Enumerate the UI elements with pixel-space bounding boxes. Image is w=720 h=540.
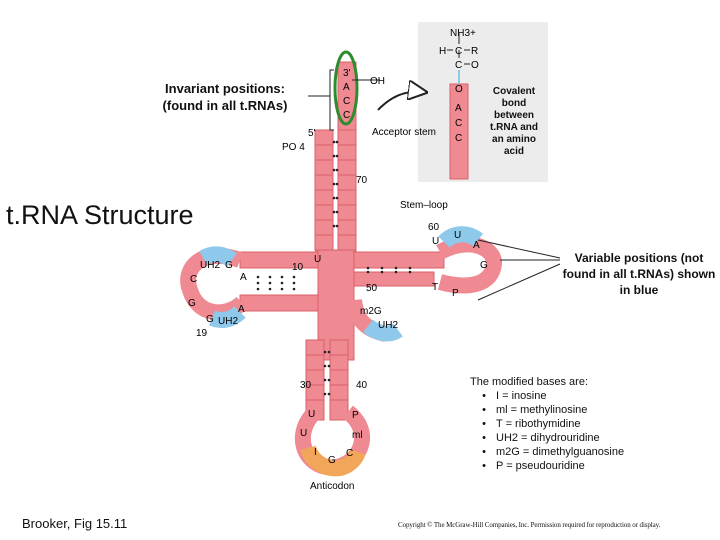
d-a-top: A xyxy=(240,272,247,283)
c-label: C xyxy=(455,46,462,57)
stem-loop-label: Stem–loop xyxy=(400,200,448,211)
pos-60-label: 60 xyxy=(428,222,440,233)
inset-strand xyxy=(447,33,470,180)
d-g-top: G xyxy=(225,260,233,271)
d-c: C xyxy=(190,274,197,285)
acceptor-base-1: A xyxy=(343,82,350,93)
modified-base-item: •I = inosine xyxy=(470,389,715,403)
bullet: • xyxy=(482,460,486,472)
ac-ml: ml xyxy=(352,430,363,441)
t-loop-p: P xyxy=(452,288,459,299)
variable-loop xyxy=(346,298,403,342)
bullet: • xyxy=(482,390,486,402)
diagram-title: t.RNA Structure xyxy=(6,200,194,230)
acceptor-stem-label: Acceptor stem xyxy=(372,127,436,138)
d-g-lower: G xyxy=(206,314,214,325)
bullet: • xyxy=(482,418,486,430)
ac-p: P xyxy=(352,410,359,421)
variable-pointer-line-top xyxy=(477,239,561,259)
anticodon-label: Anticodon xyxy=(310,481,354,492)
acceptor-base-2: C xyxy=(343,96,350,107)
inset-base-1: O xyxy=(455,84,463,95)
h-label: H xyxy=(439,46,446,57)
ac-c: C xyxy=(346,448,353,459)
pos-19-label: 19 xyxy=(196,328,208,339)
bullet: • xyxy=(482,404,486,416)
t-loop-t: T xyxy=(432,282,438,293)
r-label: R xyxy=(471,46,478,57)
ac-u-2: U xyxy=(300,428,307,439)
three-prime-label: 3' xyxy=(343,68,351,79)
invariant-note: Invariant positions: (found in all t.RNA… xyxy=(162,81,288,113)
t-loop-g: G xyxy=(480,260,488,271)
c2-label: C xyxy=(455,60,462,71)
var-uh2: UH2 xyxy=(378,320,398,331)
nh3-label: NH3+ xyxy=(450,28,476,39)
t-loop-u: U xyxy=(454,230,461,241)
d-g-bottom: G xyxy=(188,298,196,309)
acceptor-stem xyxy=(314,61,357,251)
modified-base-item: •ml = methylinosine xyxy=(470,403,715,417)
invariant-bracket xyxy=(329,69,334,131)
var-m2g: m2G xyxy=(360,306,382,317)
d-uh2-top: UH2 xyxy=(200,260,220,271)
covalent-note: Covalent bond between t.RNA and an amino… xyxy=(490,86,538,157)
pos-30-label: 30 xyxy=(300,380,312,391)
inset-base-3: C xyxy=(455,118,462,129)
t-loop-u-left: U xyxy=(314,254,321,265)
ac-g: G xyxy=(328,455,336,466)
figure-source: Brooker, Fig 15.11 xyxy=(22,516,128,531)
five-prime-label: 5' xyxy=(308,128,316,139)
d-stem-pairs xyxy=(256,275,296,291)
variable-note: Variable positions (not found in all t.R… xyxy=(562,251,716,297)
o-label: O xyxy=(471,60,479,71)
t-arm xyxy=(353,226,502,294)
anticodon-stem xyxy=(305,339,349,421)
bullet: • xyxy=(482,446,486,458)
d-a-bottom: A xyxy=(238,304,245,315)
po4-label: PO 4 xyxy=(282,142,305,153)
covalent-arrow xyxy=(377,92,424,111)
t-loop-u-top: U xyxy=(432,236,439,247)
d-loop xyxy=(180,246,248,328)
inset-base-4: C xyxy=(455,133,462,144)
oh-label: OH xyxy=(370,76,385,87)
modified-bases-title: The modified bases are: xyxy=(470,376,589,388)
modified-bases-legend: The modified bases are: •I = inosine •ml… xyxy=(470,375,715,473)
covalent-bond-inset xyxy=(418,22,548,182)
pos-10-label: 10 xyxy=(292,262,304,273)
variable-pointer-line-bottom xyxy=(477,263,561,301)
d-uh2-bottom: UH2 xyxy=(218,316,238,327)
ac-u-1: U xyxy=(308,409,315,420)
t-loop-a: A xyxy=(473,240,480,251)
acceptor-base-3: C xyxy=(343,110,350,121)
ac-i: I xyxy=(314,447,317,458)
pos-50-label: 50 xyxy=(366,283,378,294)
modified-base-item: •P = pseudouridine xyxy=(470,459,715,473)
copyright-notice: Copyright © The McGraw-Hill Companies, I… xyxy=(398,521,661,529)
modified-base-item: •m2G = dimethylguanosine xyxy=(470,445,715,459)
pos-40-label: 40 xyxy=(356,380,368,391)
bullet: • xyxy=(482,432,486,444)
modified-bases-list: •I = inosine •ml = methylinosine •T = ri… xyxy=(470,389,715,473)
inset-base-2: A xyxy=(455,103,462,114)
modified-base-item: •UH2 = dihydrouridine xyxy=(470,431,715,445)
acc-highlight xyxy=(333,50,359,126)
pos-70-label: 70 xyxy=(356,175,368,186)
modified-base-item: •T = ribothymidine xyxy=(470,417,715,431)
anticodon-loop xyxy=(294,405,371,477)
